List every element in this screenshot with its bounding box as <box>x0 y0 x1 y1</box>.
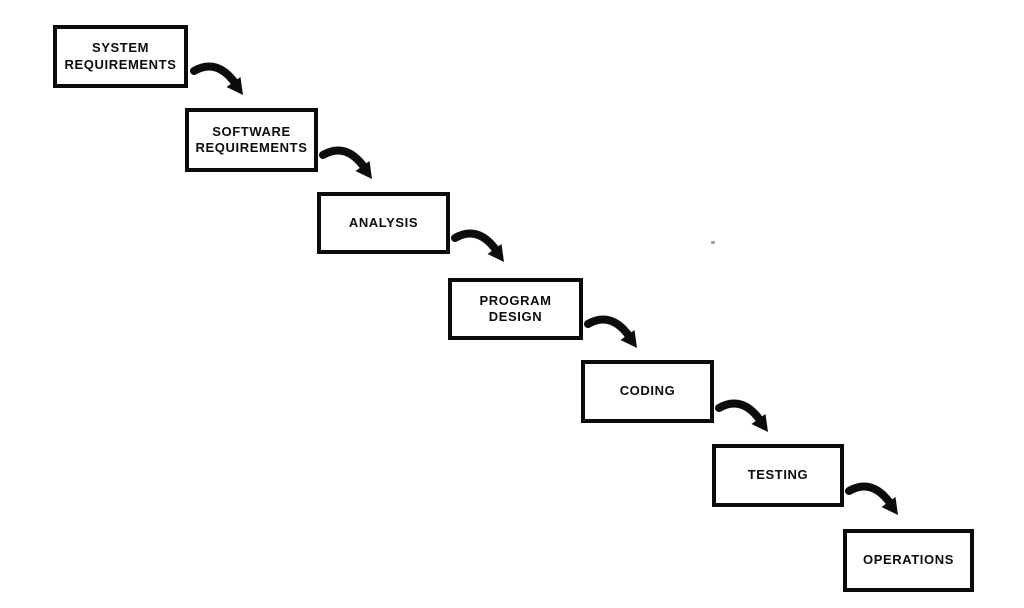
flow-box-system-requirements: SYSTEM REQUIREMENTS <box>53 25 188 88</box>
flow-box-label: CODING <box>619 383 676 399</box>
flow-arrow-icon <box>451 229 504 262</box>
flow-box-label: SOFTWARE REQUIREMENTS <box>195 123 308 155</box>
flow-box-coding: CODING <box>581 360 714 423</box>
flow-arrow-icon <box>319 146 372 179</box>
flow-box-testing: TESTING <box>712 444 844 507</box>
flow-box-program-design: PROGRAM DESIGN <box>448 278 583 340</box>
flow-box-label: PROGRAM DESIGN <box>479 292 552 324</box>
flow-box-analysis: ANALYSIS <box>317 192 450 254</box>
flow-arrow-icon <box>190 62 243 95</box>
flow-box-label: ANALYSIS <box>348 214 419 230</box>
flow-box-operations: OPERATIONS <box>843 529 974 592</box>
flow-arrow-icon <box>584 315 637 348</box>
flow-arrow-icon <box>845 482 898 515</box>
flow-arrow-icon <box>715 399 768 432</box>
flow-box-label: TESTING <box>747 467 809 483</box>
flow-box-label: OPERATIONS <box>863 552 954 568</box>
flow-box-label: SYSTEM REQUIREMENTS <box>64 40 177 72</box>
flow-box-software-requirements: SOFTWARE REQUIREMENTS <box>185 108 318 172</box>
dot-artifact <box>711 241 715 244</box>
